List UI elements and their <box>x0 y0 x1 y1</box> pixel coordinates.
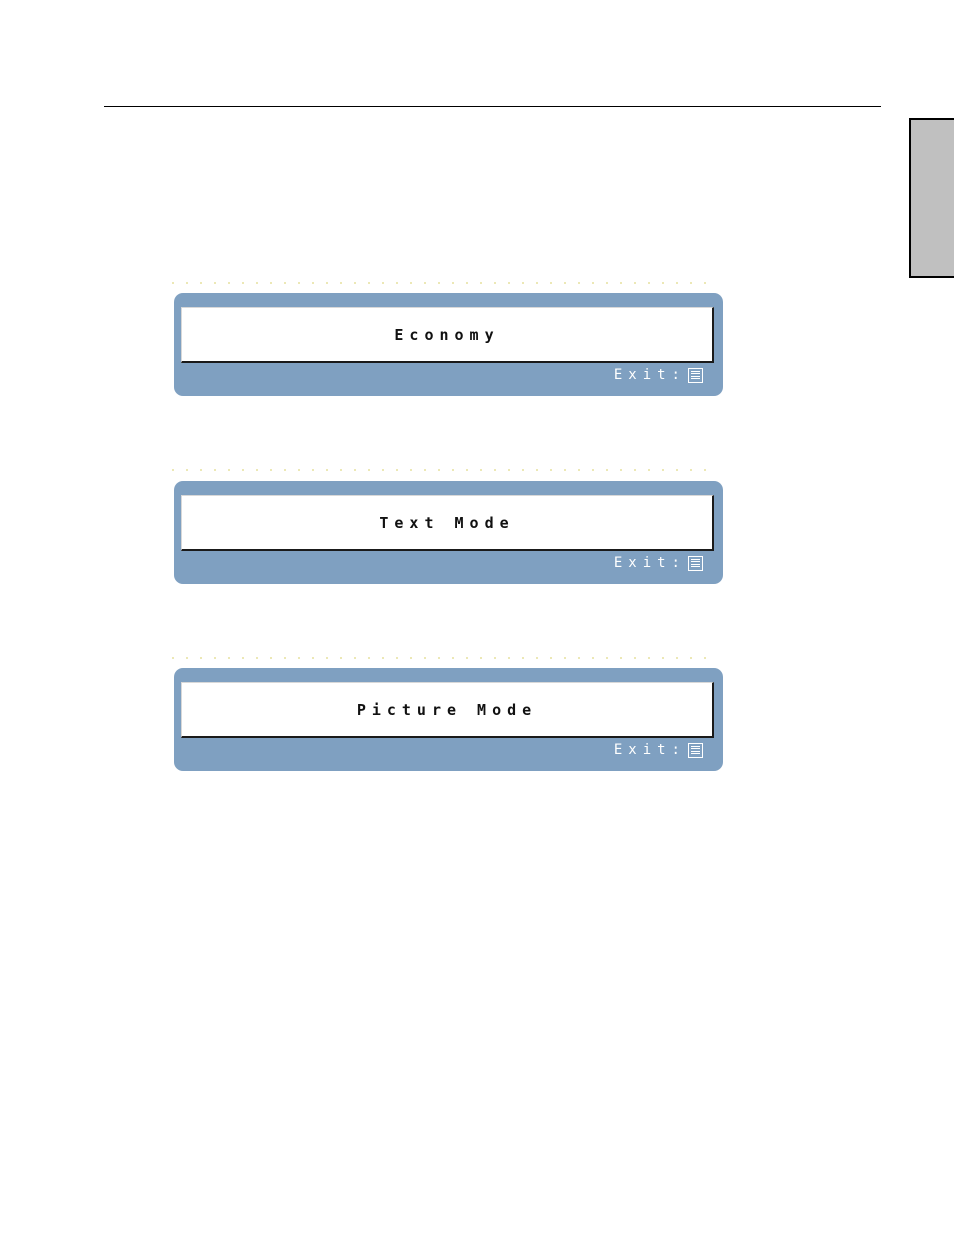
header-rule <box>104 106 881 107</box>
osd-mode-field: Text Mode <box>181 495 714 551</box>
exit-label: Exit: <box>614 555 686 571</box>
dotted-separator <box>166 657 716 659</box>
osd-mode-title: Picture Mode <box>357 701 537 719</box>
osd-panel-text-mode: Text Mode Exit: <box>174 481 723 584</box>
osd-exit[interactable]: Exit: <box>614 554 703 572</box>
exit-label: Exit: <box>614 367 686 383</box>
osd-mode-field: Picture Mode <box>181 682 714 738</box>
menu-icon <box>688 556 703 571</box>
section-tab <box>909 118 954 278</box>
exit-label: Exit: <box>614 742 686 758</box>
dotted-separator <box>166 282 716 284</box>
osd-mode-title: Text Mode <box>379 514 514 532</box>
osd-exit[interactable]: Exit: <box>614 366 703 384</box>
osd-panel-picture-mode: Picture Mode Exit: <box>174 668 723 771</box>
menu-icon <box>688 743 703 758</box>
osd-exit[interactable]: Exit: <box>614 741 703 759</box>
dotted-separator <box>166 469 716 471</box>
osd-mode-title: Economy <box>394 326 499 344</box>
menu-icon <box>688 368 703 383</box>
osd-panel-economy: Economy Exit: <box>174 293 723 396</box>
osd-mode-field: Economy <box>181 307 714 363</box>
